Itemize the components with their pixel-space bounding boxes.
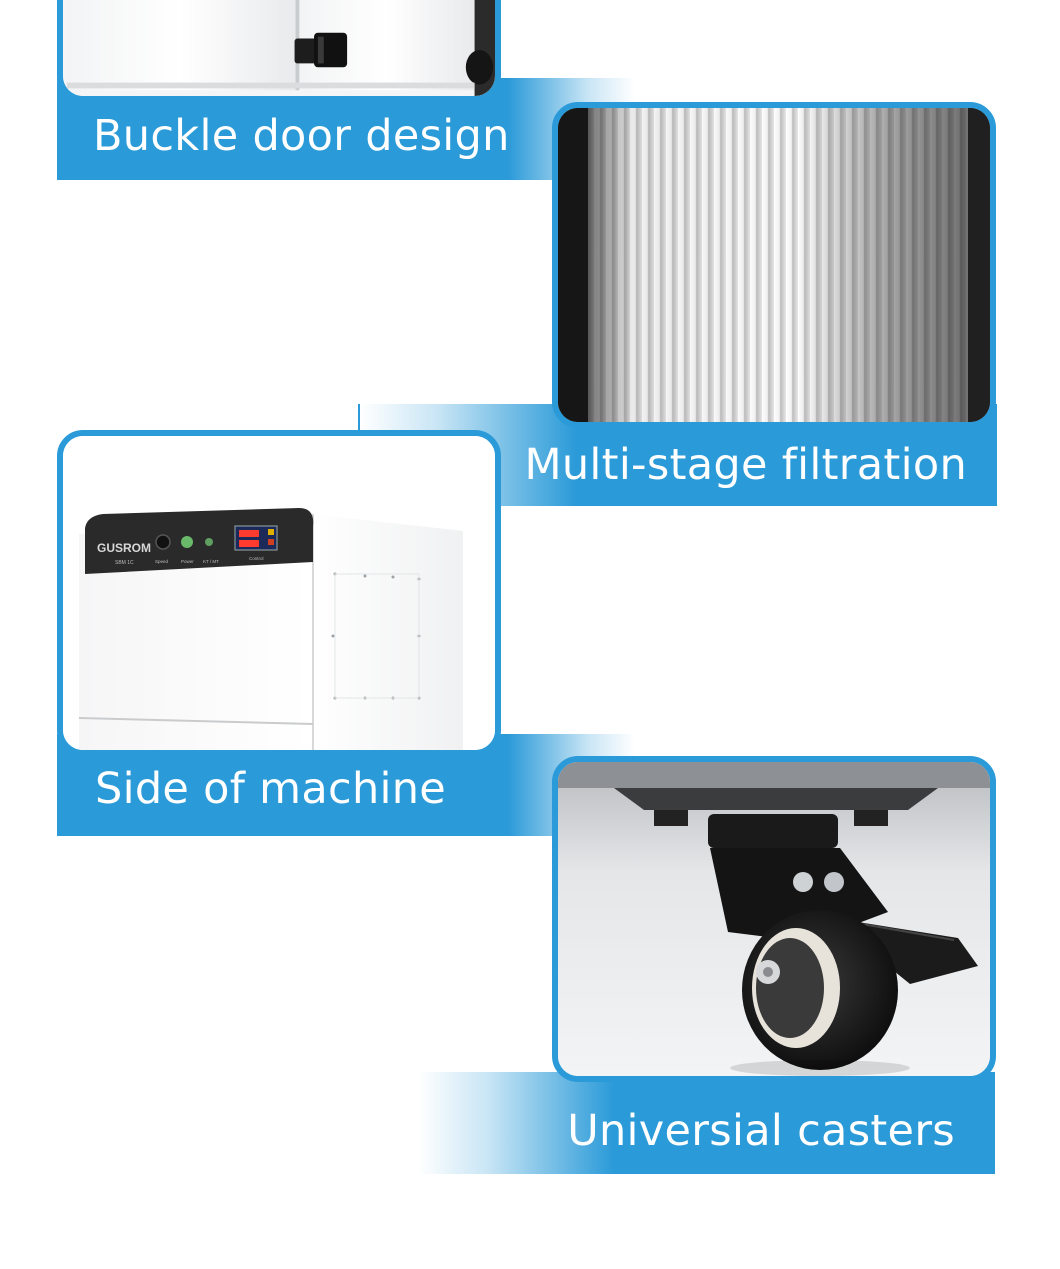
- latch-icon: [294, 32, 348, 68]
- cabinet-door-image: [63, 0, 495, 96]
- brake-pedal-icon: [858, 922, 978, 984]
- photo-casters: [552, 756, 996, 1082]
- speed-knob-icon: [155, 534, 171, 550]
- power-label: Power: [181, 559, 194, 564]
- caption-filtration: Multi-stage filtration: [524, 440, 967, 490]
- caption-band-casters: Universial casters: [418, 1072, 995, 1174]
- speed-label: Speed: [155, 559, 169, 564]
- caption-casters: Universial casters: [567, 1106, 955, 1156]
- photo-filtration: [552, 102, 996, 428]
- control-panel: GUSROM SBM 1C Speed Power KT / MT Contro…: [85, 508, 314, 574]
- wheel-icon: [742, 910, 898, 1070]
- photo-side: GUSROM SBM 1C Speed Power KT / MT Contro…: [57, 430, 501, 756]
- power-switch-icon: [181, 536, 193, 548]
- caption-buckle-door: Buckle door design: [93, 111, 510, 161]
- caster-wheel-image: [558, 762, 990, 1076]
- photo-buckle-door: [57, 0, 501, 102]
- brand-label: GUSROM: [97, 541, 151, 555]
- control-label: Control: [249, 556, 264, 561]
- mode-switch-icon: [205, 538, 213, 546]
- caption-side: Side of machine: [95, 764, 447, 814]
- pleated-filter-image: [558, 108, 990, 422]
- mode-label: KT / MT: [203, 559, 219, 564]
- machine-side-image: GUSROM SBM 1C Speed Power KT / MT Contro…: [63, 436, 495, 750]
- model-label: SBM 1C: [115, 560, 134, 566]
- connector-line: [358, 404, 360, 430]
